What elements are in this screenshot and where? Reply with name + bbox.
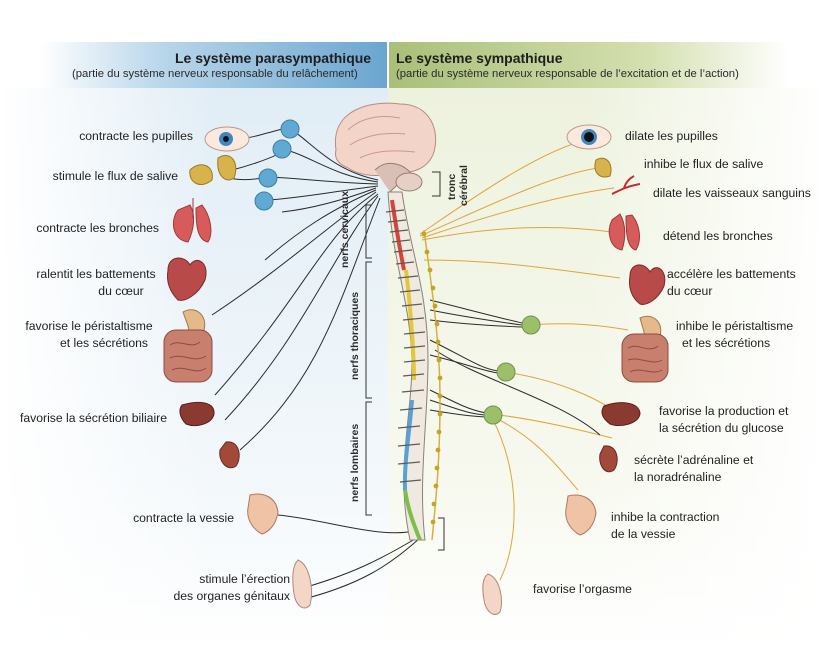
- genitals-icon-right: [482, 573, 502, 615]
- label-secrete-adrenaline: sécrète l’adrénaline et la noradrénaline: [634, 452, 753, 486]
- liver-icon-right: [601, 402, 641, 427]
- eye-icon-left: [204, 126, 250, 152]
- label-detend-bronches: détend les bronches: [663, 229, 773, 243]
- liver-icon-left: [179, 401, 215, 427]
- label-inhibe-peristaltisme: inhibe le péristaltisme et les sécrétion…: [676, 318, 793, 352]
- heart-icon-left: [167, 257, 207, 301]
- lungs-icon-left: [172, 198, 212, 243]
- spine-brackets: [365, 171, 445, 551]
- heart-icon-right: [629, 264, 666, 305]
- sympathetic-nerves: [419, 138, 629, 581]
- bladder-icon-right: [565, 494, 597, 536]
- para-ganglia: [254, 119, 300, 211]
- salivary-gland-icon-left: [189, 155, 237, 185]
- label-contraction-line2: de la vessie: [611, 527, 676, 541]
- label-inhibe-peri-line1: inhibe le péristaltisme: [676, 319, 794, 333]
- eye-icon-right: [566, 124, 612, 150]
- para-header-band: [40, 42, 388, 88]
- label-dilate-pupilles: dilate les pupilles: [625, 129, 718, 143]
- label-dilate-vaisseaux: dilate les vaisseaux sanguins: [653, 186, 811, 200]
- label-stimule-erection: stimule l’érection des organes génitaux: [160, 571, 290, 605]
- label-glucose-line2: la sécrétion du glucose: [659, 421, 784, 435]
- label-ralentit-battements: ralentit les battements du cœur: [30, 266, 162, 300]
- salivary-gland-icon-right: [594, 157, 612, 178]
- label-inhibe-salive: inhibe le flux de salive: [644, 157, 764, 171]
- label-inhibe-contraction: inhibe la contraction de la vessie: [611, 509, 719, 543]
- symp-header-band: [388, 42, 788, 88]
- label-nerfs-lombaires: nerfs lombaires: [349, 423, 361, 502]
- label-contracte-pupilles: contracte les pupilles: [79, 129, 193, 143]
- label-favorise-peristaltisme: favorise le péristaltisme et les sécréti…: [14, 318, 164, 352]
- label-contracte-bronches: contracte les bronches: [36, 221, 159, 235]
- label-accelere-line1: accélère les battements: [667, 267, 796, 281]
- label-nerfs-cervicaux: nerfs cervicaux: [339, 190, 351, 268]
- label-accelere-battements: accélère les battements du cœur: [667, 266, 796, 300]
- genitals-icon-left: [292, 559, 312, 609]
- intestines-icon-right: [621, 315, 669, 383]
- spinal-column: [385, 191, 443, 541]
- label-cerebral: cérébral: [458, 165, 470, 206]
- label-favorise-peri-line1: favorise le péristaltisme: [25, 319, 153, 333]
- kidney-icon-right: [599, 445, 618, 473]
- label-erection-line2: des organes génitaux: [173, 589, 290, 603]
- label-accelere-line2: du cœur: [667, 284, 713, 298]
- label-inhibe-peri-line2: et les sécrétions: [682, 336, 771, 350]
- label-erection-line1: stimule l’érection: [199, 572, 290, 586]
- label-secretion-biliaire: favorise la sécrétion biliaire: [20, 411, 167, 425]
- label-adrenaline-line2: la noradrénaline: [634, 470, 722, 484]
- bladder-icon-left: [247, 493, 279, 535]
- label-stimule-salive: stimule le flux de salive: [52, 169, 178, 183]
- intestines-icon-left: [163, 309, 213, 383]
- label-contracte-vessie: contracte la vessie: [133, 511, 234, 525]
- blood-vessels-icon-right: [611, 175, 641, 195]
- brain: [334, 102, 437, 193]
- label-adrenaline-line1: sécrète l’adrénaline et: [634, 453, 754, 467]
- label-contraction-line1: inhibe la contraction: [611, 510, 720, 524]
- lungs-icon-right: [608, 213, 640, 251]
- label-nerfs-thoraciques: nerfs thoraciques: [349, 291, 361, 380]
- label-favorise-peri-line2: et les sécrétions: [59, 336, 149, 350]
- symp-title: Le système sympathique: [396, 50, 563, 66]
- label-production-glucose: favorise la production et la sécrétion d…: [659, 403, 788, 437]
- para-subtitle: (partie du système nerveux responsable d…: [72, 68, 358, 80]
- label-tronc: tronc: [446, 173, 458, 200]
- symp-subtitle: (partie du système nerveux responsable d…: [396, 68, 739, 80]
- label-ralentit-line2: du cœur: [98, 284, 144, 298]
- label-ralentit-line1: ralentit les battements: [36, 267, 156, 281]
- kidney-icon-left: [219, 441, 240, 469]
- parasympathetic-nerves: [211, 128, 421, 601]
- label-favorise-orgasme: favorise l’orgasme: [533, 582, 632, 596]
- symp-ganglia: [483, 315, 541, 425]
- label-glucose-line1: favorise la production et: [659, 404, 789, 418]
- para-title: Le système parasympathique: [175, 50, 372, 66]
